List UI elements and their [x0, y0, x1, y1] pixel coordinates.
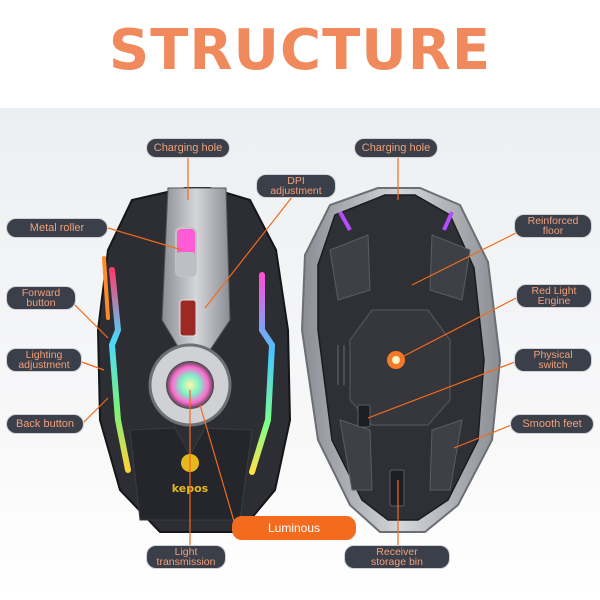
page-title: STRUCTURE [108, 18, 492, 83]
mouse-illustration: kepos [71, 158, 521, 545]
label-forward-button: Forward button [6, 286, 76, 310]
mouse-top-view: kepos [96, 187, 292, 533]
label-luminous: Luminous [232, 516, 356, 540]
label-reinforced-floor: Reinforced floor [514, 214, 592, 238]
label-red-light-engine: Red Light Engine [516, 284, 592, 308]
mouse-bottom-view [300, 187, 502, 533]
label-lighting-adjustment: Lighting adjustment [6, 348, 82, 372]
label-charging-hole-right: Charging hole [354, 138, 438, 158]
label-dpi-adjustment: DPI adjustment [256, 174, 336, 198]
label-charging-hole-left: Charging hole [146, 138, 230, 158]
label-back-button: Back button [6, 414, 84, 434]
label-receiver-storage-bin: Receiver storage bin [344, 545, 450, 569]
leader-lines [71, 158, 521, 545]
label-metal-roller: Metal roller [6, 218, 108, 238]
label-light-transmission: Light transmission [146, 545, 226, 569]
label-smooth-feet: Smooth feet [510, 414, 594, 434]
label-physical-switch: Physical switch [514, 348, 592, 372]
